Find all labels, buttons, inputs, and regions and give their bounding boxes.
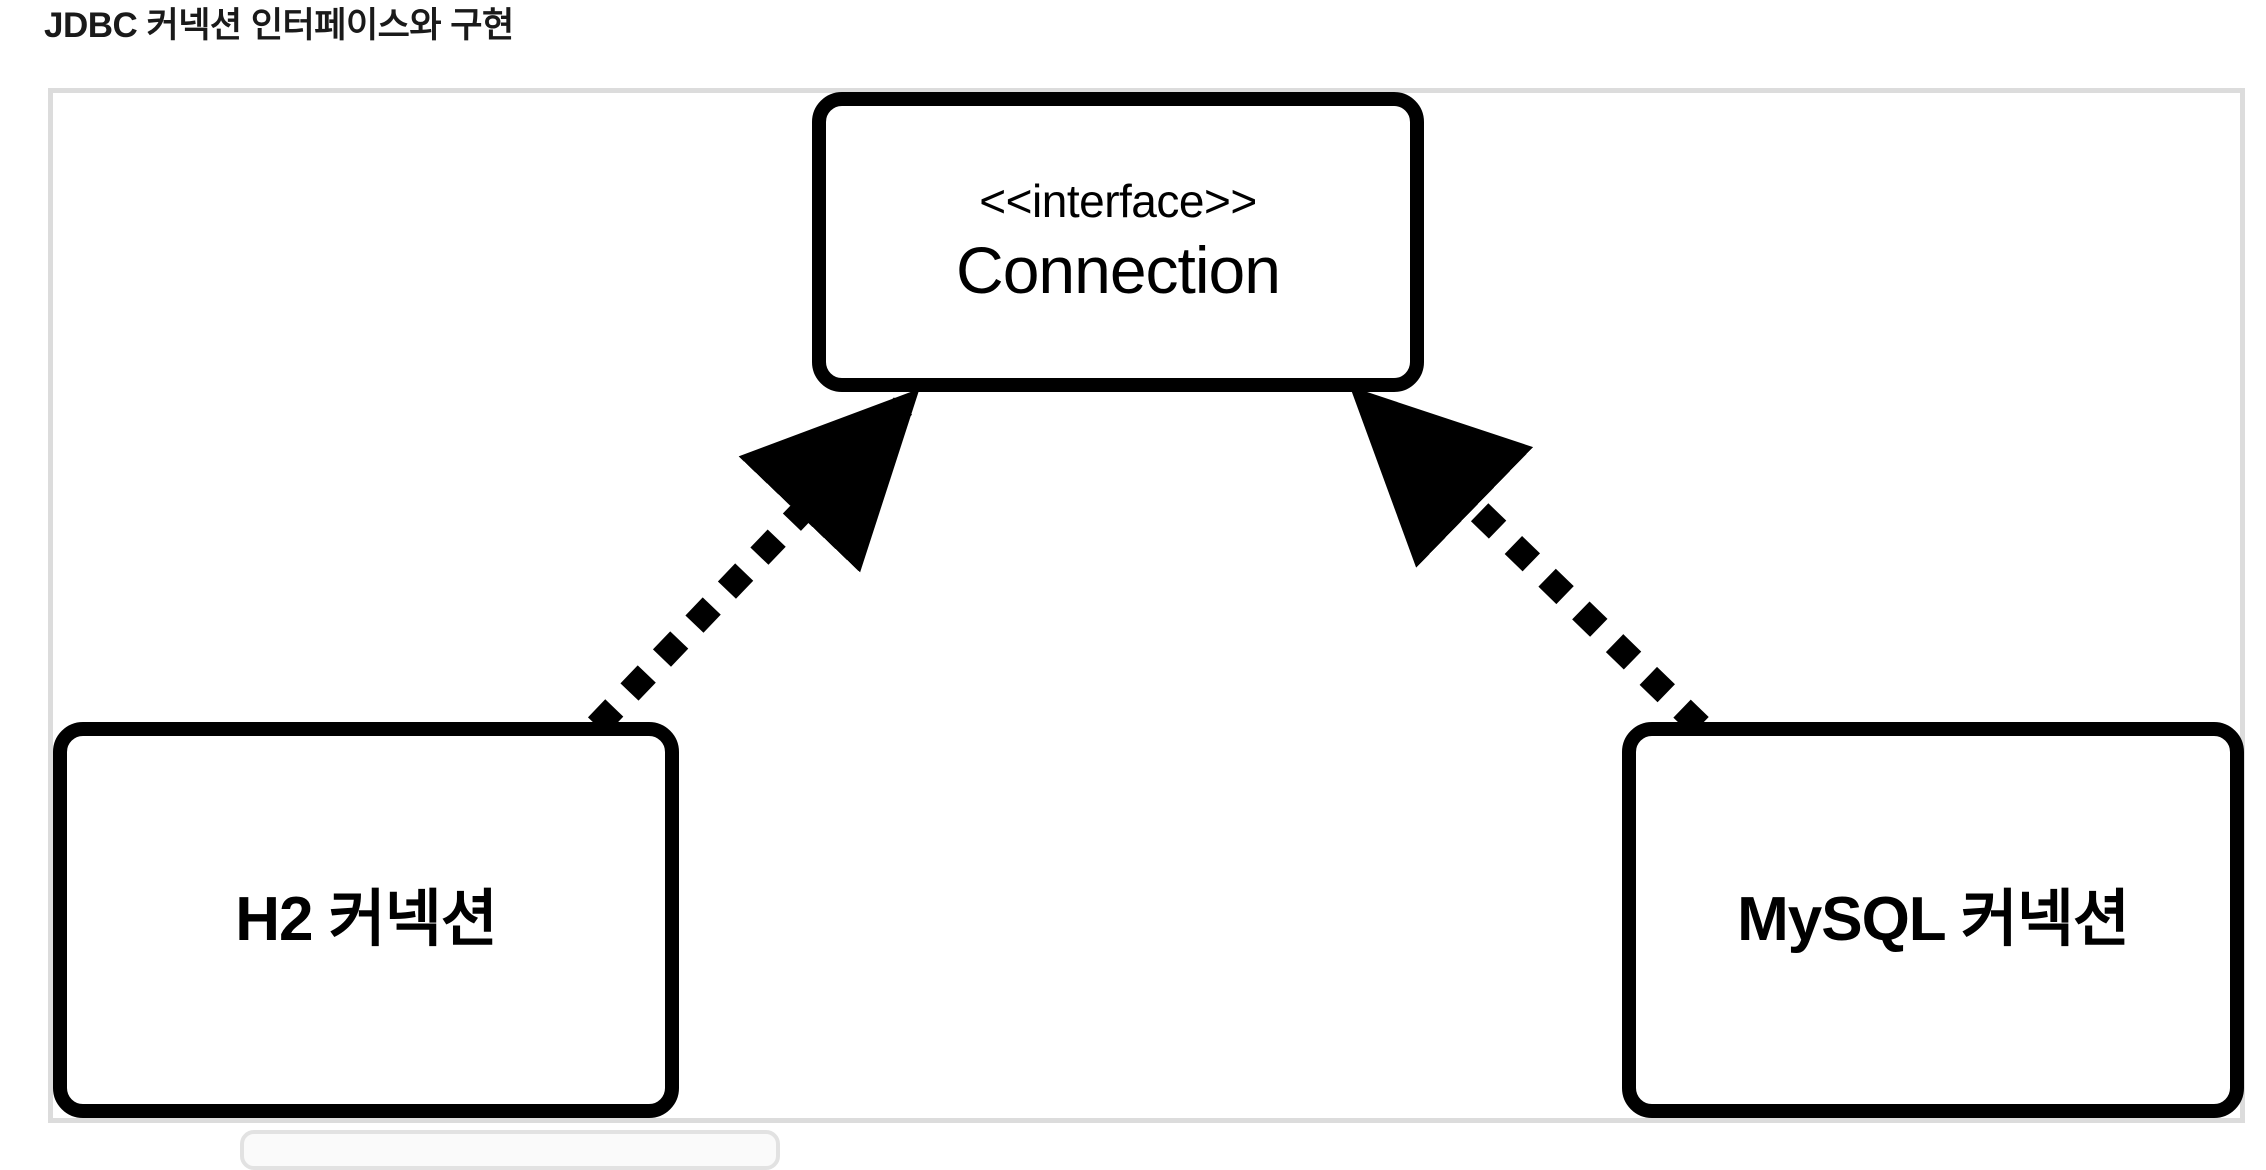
below-frame-partial-element — [240, 1130, 780, 1170]
uml-node-h2-connection[interactable]: H2 커넥션 — [53, 722, 679, 1118]
page-title: JDBC 커넥션 인터페이스와 구현 — [44, 6, 514, 45]
uml-node-connection[interactable]: <<interface>> Connection — [812, 92, 1424, 392]
uml-node-mysql-connection[interactable]: MySQL 커넥션 — [1622, 722, 2244, 1118]
class-name-label: H2 커넥션 — [235, 885, 498, 955]
class-name-label: Connection — [956, 233, 1281, 308]
stereotype-label: <<interface>> — [979, 174, 1257, 227]
class-name-label: MySQL 커넥션 — [1737, 885, 2130, 955]
